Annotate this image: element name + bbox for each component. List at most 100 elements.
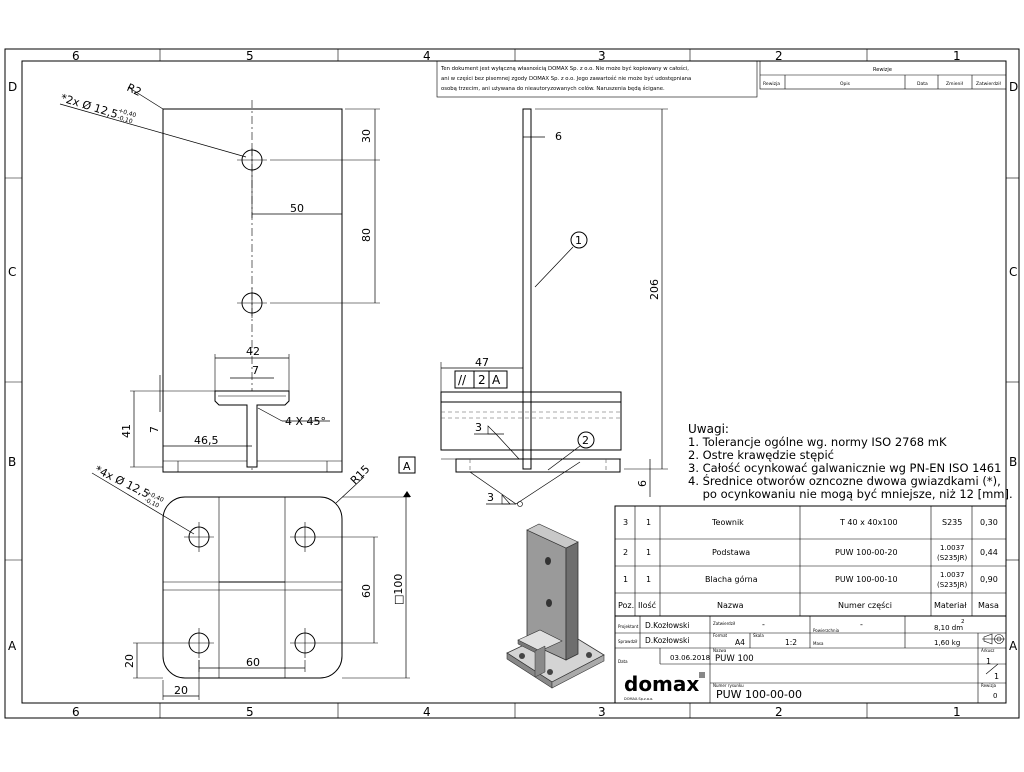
hole-callout: *2x Ø 12,5 (59, 91, 119, 121)
svg-text:Materiał: Materiał (934, 601, 967, 610)
projection-symbol-icon (982, 633, 1005, 645)
isometric-view (506, 523, 605, 689)
dimension-label: 7 (252, 364, 259, 377)
tolerance-frame: // 2 A (454, 370, 508, 389)
col-label: 6 (72, 49, 80, 63)
bom-header: Poz. Ilość Nazwa Numer części Materiał M… (618, 600, 999, 610)
svg-text:Data: Data (618, 659, 628, 664)
dimension-label: 46,5 (194, 434, 219, 447)
svg-text:Powierzchnia: Powierzchnia (813, 628, 840, 633)
svg-text:domax: domax (624, 672, 699, 696)
bom-row: 2 1 Podstawa PUW 100-00-20 1.0037 (S235J… (623, 544, 998, 562)
svg-text:Skala: Skala (753, 633, 764, 638)
svg-text:2: 2 (961, 619, 965, 625)
svg-text:Format: Format (713, 633, 728, 638)
hole (184, 522, 214, 552)
svg-text:1: 1 (986, 657, 991, 666)
svg-text:Zatwierdził: Zatwierdził (976, 81, 1002, 87)
svg-text:T 40 x 40x100: T 40 x 40x100 (839, 518, 898, 527)
date-value: 03.06.2018 (670, 654, 710, 662)
row-label: D (1009, 80, 1018, 94)
dimension-label: 206 (648, 279, 661, 300)
col-label: 5 (246, 49, 254, 63)
balloon-number: 2 (582, 434, 589, 447)
dimension-label: 7 (148, 426, 161, 433)
weld-symbol: 3 (474, 421, 520, 460)
svg-text:S235: S235 (942, 518, 962, 527)
col-label: 5 (246, 705, 254, 719)
revision-value: 0 (993, 692, 997, 700)
plate-outline (162, 108, 343, 473)
weight-value: 1,60 kg (934, 639, 960, 647)
hole-callout: *4x Ø 12,5 (93, 463, 152, 501)
chamfer-label: 4 X 45° (285, 415, 326, 428)
checker-name: D.Kozłowski (645, 636, 689, 645)
svg-text:Data: Data (917, 81, 928, 87)
datum-label: A (403, 460, 411, 473)
balloon (570, 231, 588, 249)
svg-text:2: 2 (478, 373, 486, 387)
designer-name: D.Kozłowski (645, 621, 689, 630)
svg-text:Masa: Masa (813, 641, 824, 646)
svg-text:-0,10: -0,10 (116, 114, 133, 125)
svg-text:-: - (762, 620, 765, 629)
col-label: 3 (598, 49, 606, 63)
hole (237, 145, 267, 175)
svg-text:1.0037: 1.0037 (940, 571, 965, 579)
svg-text:1.0037: 1.0037 (940, 544, 965, 552)
hole (290, 522, 320, 552)
dimension-label: 50 (290, 202, 304, 215)
svg-text:2: 2 (623, 548, 628, 557)
dimension-label: 20 (123, 654, 136, 668)
svg-text:ani w części bez pisemnej zgod: ani w części bez pisemnej zgody DOMAX Sp… (441, 75, 691, 82)
col-label: 3 (598, 705, 606, 719)
svg-text:1: 1 (994, 672, 999, 681)
svg-text:Rewizja: Rewizja (981, 683, 997, 688)
svg-text:Zatwierdził: Zatwierdził (713, 621, 736, 626)
upright-plate (522, 108, 532, 470)
svg-text:A: A (492, 373, 501, 387)
col-label: 2 (775, 49, 783, 63)
svg-text:(S235JR): (S235JR) (937, 554, 967, 562)
dimension-label: 6 (636, 480, 649, 487)
row-label: C (8, 265, 16, 279)
radius-label: R15 (348, 463, 372, 487)
note-item: 2. Ostre krawędzie stępić (688, 448, 834, 462)
hole (184, 628, 214, 658)
row-label: A (1009, 639, 1018, 653)
dimension-label: 20 (174, 684, 188, 697)
bom-row: 3 1 Teownik T 40 x 40x100 S235 0,30 (623, 518, 998, 527)
side-view: 6 47 // 2 A 206 6 1 2 (440, 108, 668, 507)
dimension-label: 42 (246, 345, 260, 358)
svg-text://: // (458, 373, 467, 387)
dimension-label: 80 (360, 228, 373, 242)
scale-value: 1:2 (785, 638, 797, 647)
weld-symbol: 3 (469, 461, 581, 507)
row-label: B (1009, 455, 1017, 469)
datum-box (398, 456, 416, 474)
drawing-number: PUW 100-00-00 (716, 688, 802, 701)
area-value: 8,10 dm (934, 624, 963, 632)
svg-text:Ilość: Ilość (638, 600, 656, 610)
row-label: B (8, 455, 16, 469)
col-label: 6 (72, 705, 80, 719)
note-item: po ocynkowaniu nie mogą być mniejsze, ni… (688, 487, 1013, 501)
col-label: 1 (953, 49, 961, 63)
dimension-label: 41 (120, 424, 133, 438)
svg-text:(S235JR): (S235JR) (937, 581, 967, 589)
dimension-label: 6 (555, 130, 562, 143)
svg-text:1: 1 (646, 575, 651, 584)
base-view: *4x Ø 12,5 +0,40 -0,10 R15 A □100 60 60 … (91, 456, 416, 700)
svg-text:PUW 100-00-20: PUW 100-00-20 (835, 548, 898, 557)
svg-text:3: 3 (487, 491, 494, 504)
ownership-notice: Ten dokument jest wyłączną własnością DO… (436, 60, 758, 98)
svg-text:Teownik: Teownik (711, 518, 744, 527)
top-view: R2 *2x Ø 12,5 +0,40 -0,10 30 80 50 42 7 … (59, 81, 380, 473)
dimension-label: 60 (360, 584, 373, 598)
row-label: D (8, 80, 17, 94)
svg-text:Rewizje: Rewizje (873, 67, 892, 73)
dimension-label: □100 (392, 574, 405, 605)
svg-text:Poz.: Poz. (618, 601, 634, 610)
